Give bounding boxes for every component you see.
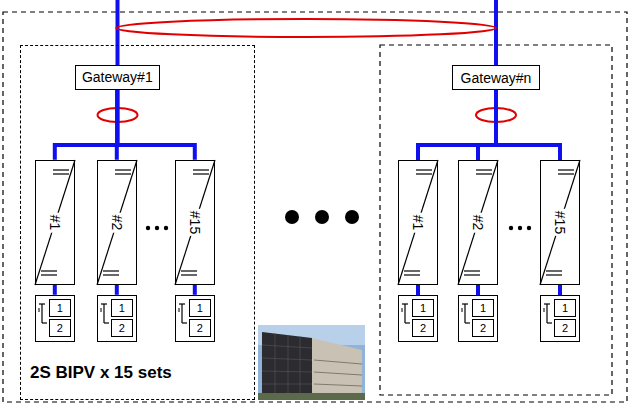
cell-number: 2	[111, 319, 133, 337]
converter-box: #1	[35, 160, 75, 285]
cell-number: 1	[412, 299, 434, 317]
pv-module: 12	[97, 295, 137, 342]
power-bus	[115, 285, 119, 295]
gateway-label: Gateway#1	[82, 69, 153, 85]
converter-box: #2	[458, 160, 498, 285]
pv-module: 12	[398, 295, 438, 342]
uplink-wire	[116, 0, 120, 65]
converter-label: #1	[410, 213, 425, 233]
cell-number: 2	[554, 319, 576, 337]
power-bus	[193, 285, 197, 295]
cell-number: 1	[472, 299, 494, 317]
pv-module: 12	[458, 295, 498, 342]
cell-number: 2	[49, 319, 71, 337]
pv-module: 12	[35, 295, 75, 342]
uplink-wire	[494, 0, 498, 65]
group-boundary	[380, 45, 612, 395]
bipv-group: Gateway#1#1#2#151212122S BIPV x 15 sets	[20, 45, 255, 400]
converter-box: #15	[175, 160, 215, 285]
cell-number: 1	[111, 299, 133, 317]
system-boundary	[3, 12, 627, 402]
cell-number: 1	[554, 299, 576, 317]
gateway-box: Gateway#n	[452, 65, 540, 90]
converter-symbols	[35, 160, 580, 285]
converter-label: #15	[187, 209, 202, 236]
cell-number: 1	[49, 299, 71, 317]
power-bus	[478, 90, 496, 160]
network-ellipse	[116, 19, 496, 37]
cell-number: 1	[189, 299, 211, 317]
converter-label: #1	[47, 213, 62, 233]
power-bus	[476, 285, 480, 295]
group-label: 2S BIPV x 15 sets	[30, 363, 172, 383]
pv-module: 12	[540, 295, 580, 342]
gateway-box: Gateway#1	[75, 65, 160, 90]
gateway-label: Gateway#n	[461, 70, 532, 86]
cell-number: 2	[412, 319, 434, 337]
converter-box: #2	[97, 160, 137, 285]
cell-number: 2	[472, 319, 494, 337]
converter-label: #2	[470, 213, 485, 233]
converter-box: #15	[540, 160, 580, 285]
converter-label: #2	[109, 213, 124, 233]
cell-number: 2	[189, 319, 211, 337]
power-bus	[53, 285, 57, 295]
building-photo	[258, 325, 365, 400]
converter-box: #1	[398, 160, 438, 285]
converter-label: #15	[552, 209, 567, 236]
power-bus	[117, 90, 195, 160]
power-bus	[418, 90, 496, 160]
power-bus	[416, 285, 420, 295]
power-bus	[55, 90, 117, 160]
pv-module: 12	[175, 295, 215, 342]
power-bus	[558, 285, 562, 295]
power-bus	[496, 90, 560, 160]
